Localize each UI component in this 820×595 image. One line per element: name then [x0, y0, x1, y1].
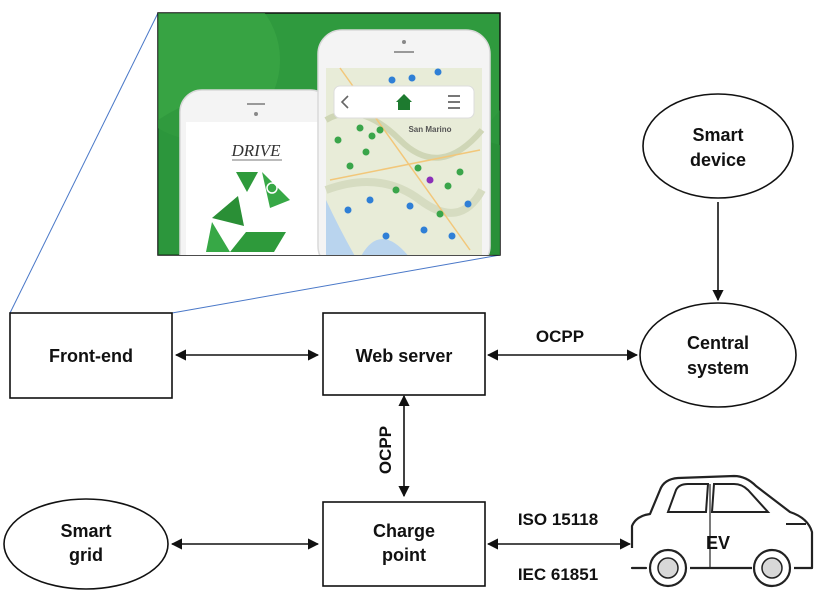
node-web-server: Web server — [322, 312, 486, 396]
smart-grid-label-line2: grid — [69, 545, 103, 565]
map-place-label: San Marino — [408, 125, 451, 134]
zoom-line-right — [171, 254, 501, 314]
smart-grid-label-line1: Smart — [60, 521, 111, 541]
web-server-label: Web server — [356, 346, 453, 366]
edge-label-web-charge: OCPP — [376, 426, 395, 474]
central-system-label-line1: Central — [687, 333, 749, 353]
back-chevron-icon — [340, 95, 349, 109]
node-smart-grid: Smart grid — [3, 498, 169, 590]
app-screenshot: DRIVE — [157, 12, 501, 256]
edge-label-charge-ev-bottom: IEC 61851 — [518, 565, 598, 584]
central-system-label-line2: system — [687, 358, 749, 378]
right-phone: San Marino — [317, 29, 491, 255]
node-smart-device: Smart device — [642, 93, 794, 199]
menu-icon — [448, 95, 460, 109]
recycle-icon — [206, 172, 290, 252]
charge-point-label-line2: point — [382, 545, 426, 565]
zoom-line-left — [9, 12, 159, 314]
edge-label-web-central: OCPP — [536, 327, 584, 346]
node-charge-point: Charge point — [322, 501, 486, 587]
front-end-label: Front-end — [49, 346, 133, 366]
home-icon — [396, 94, 412, 110]
map-pin-icon — [334, 68, 472, 240]
drive-logo: DRIVE — [230, 141, 281, 160]
node-central-system: Central system — [639, 302, 797, 408]
smart-device-label-line2: device — [690, 150, 746, 170]
edge-label-charge-ev-top: ISO 15118 — [518, 510, 598, 529]
charge-point-label-line1: Charge — [373, 521, 435, 541]
ev-label: EV — [706, 533, 730, 553]
left-phone: DRIVE — [179, 89, 333, 255]
node-ev-car-icon: EV — [630, 474, 814, 588]
smart-device-label-line1: Smart — [692, 125, 743, 145]
node-front-end: Front-end — [9, 312, 173, 399]
